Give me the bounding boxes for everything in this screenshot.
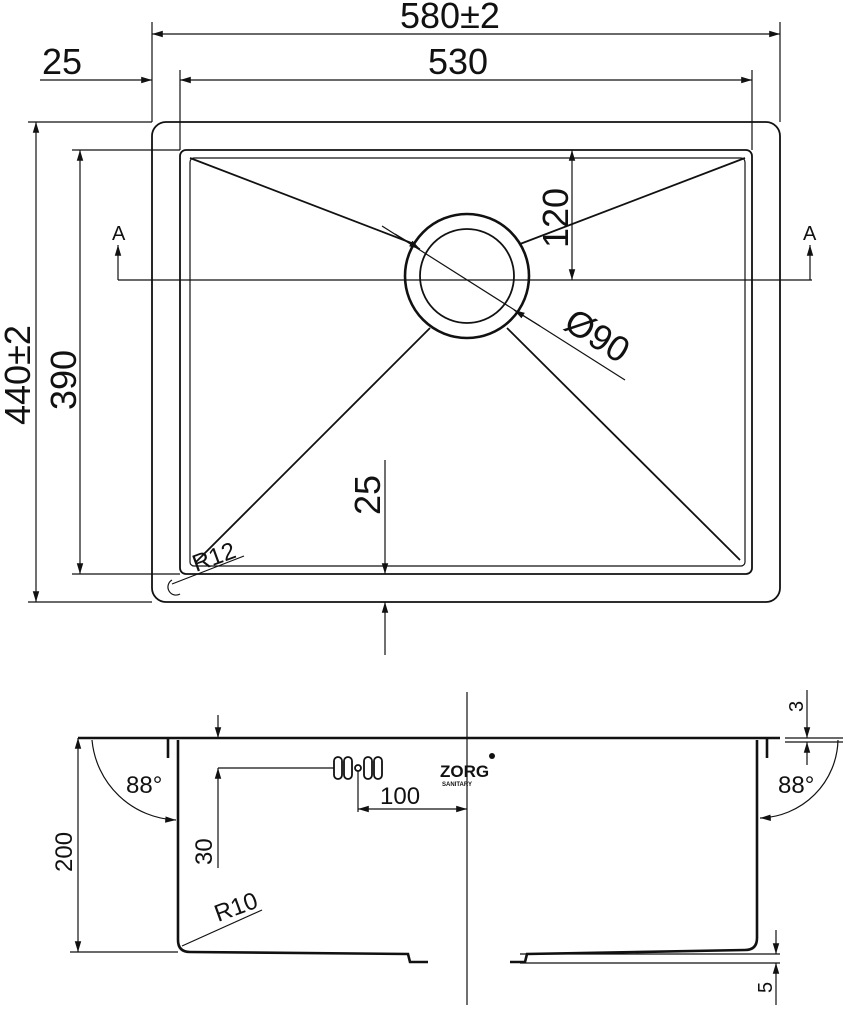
- dim-bottom-flange: 25: [347, 475, 388, 515]
- dim-corner-radius: R12: [189, 537, 240, 577]
- dim-drain-diameter: Ø90: [558, 300, 637, 371]
- top-view: A A 580±2 530 25 440±2 390 120 Ø90 25 R1…: [0, 0, 817, 655]
- dim-overall-depth: 440±2: [0, 325, 38, 425]
- bowl-inner: [189, 157, 746, 567]
- slope-lines: [189, 157, 746, 563]
- dim-angle-right: 88°: [778, 772, 814, 799]
- section-label-right: A: [803, 223, 817, 245]
- sink-outline: [151, 121, 781, 603]
- dim-bottom-slope: 5: [755, 982, 777, 993]
- dim-angle-left: 88°: [126, 772, 162, 799]
- dim-bowl-depth: 390: [43, 350, 84, 410]
- section-label-left: A: [112, 223, 126, 245]
- dim-bowl-width: 530: [428, 41, 488, 82]
- dim-bottom-radius: R10: [211, 887, 262, 927]
- dim-drain-offset: 120: [535, 188, 576, 248]
- dim-flange: 25: [42, 41, 82, 82]
- zorg-logo: ZORG SANITARY: [440, 753, 495, 788]
- drain-inner: [419, 228, 515, 324]
- bowl-profile-left: [176, 740, 428, 964]
- drain-outer: [403, 212, 531, 340]
- dim-overflow-height: 30: [191, 838, 218, 865]
- dim-height: 200: [51, 832, 78, 872]
- logo-sub: SANITARY: [442, 782, 472, 788]
- bowl-outline: [179, 149, 753, 575]
- logo-brand: ZORG: [440, 762, 489, 781]
- bowl-profile-right: [510, 740, 759, 964]
- side-view: 30 100 ZORG SANITARY 200 88° 88° 3 5 R10: [51, 690, 843, 1005]
- dim-flange-thickness: 3: [786, 701, 808, 712]
- dim-overall-width: 580±2: [400, 0, 500, 36]
- dim-overflow-offset: 100: [380, 783, 420, 810]
